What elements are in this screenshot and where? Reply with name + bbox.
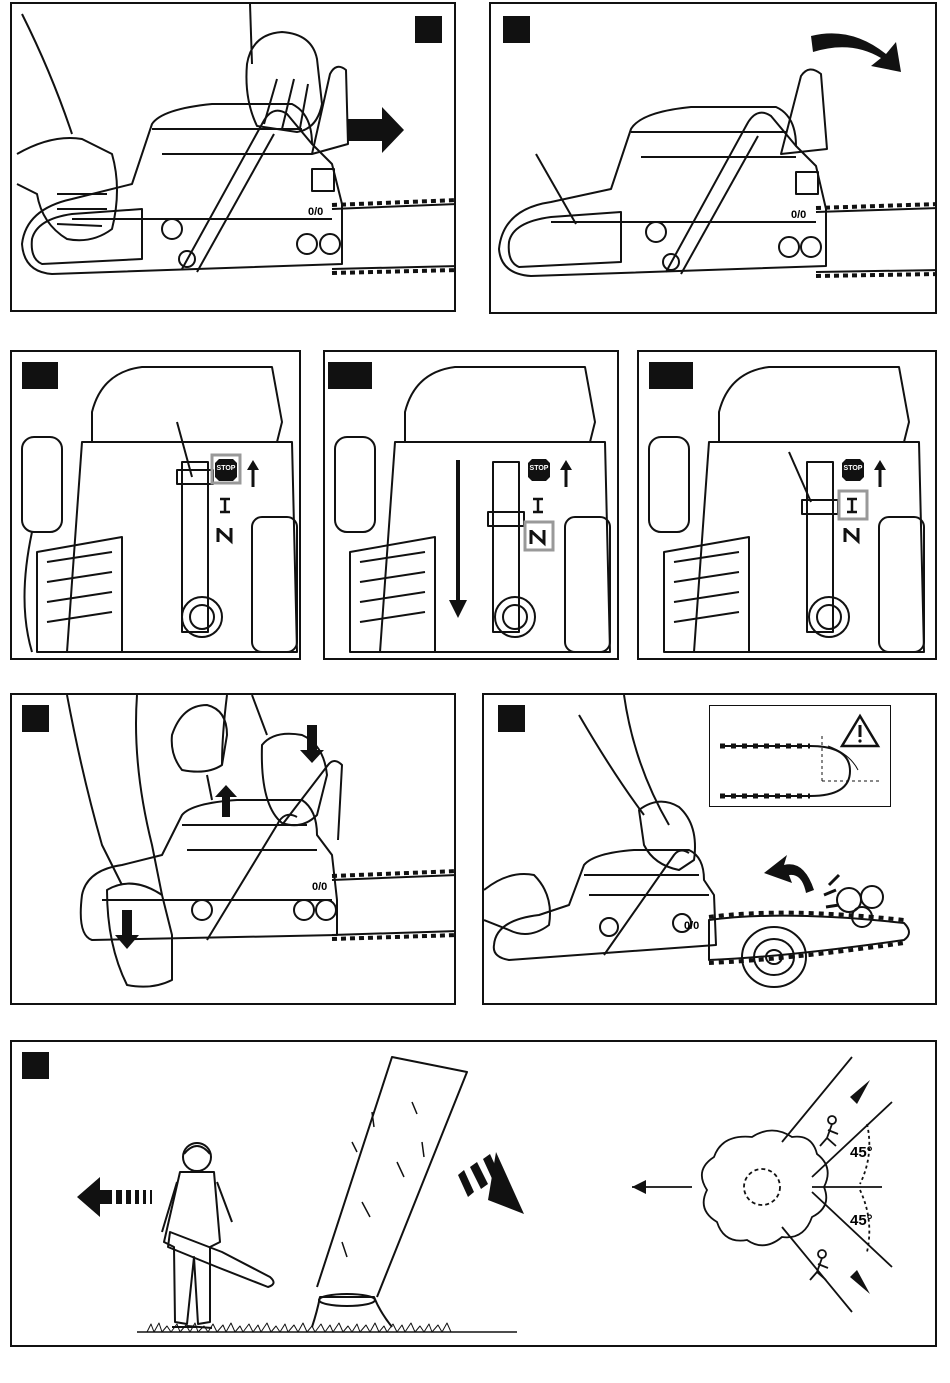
figure-felling-retreat: 45° 45° [10,1040,937,1347]
figure-brake-release: 0/0 [10,2,456,312]
figure-switch-run: STOP [637,350,937,660]
chain-guard-mark: 0/0 [684,920,699,932]
switch-choke-illustration [325,352,619,660]
figure-number-badge [415,16,442,43]
figure-switch-stop: STOP [10,350,301,660]
figure-number-badge [503,16,530,43]
brake-engaged-illustration [491,4,937,314]
chain-guard-mark: 0/0 [312,881,327,893]
stop-label: STOP [215,465,237,472]
chain-guard-mark: 0/0 [791,209,806,221]
angle-label-upper: 45° [850,1144,873,1161]
figure-number-badge [22,1052,49,1079]
felling-illustration [12,1042,937,1347]
figure-kickback-warning: 0/0 [482,693,937,1005]
figure-switch-choke: STOP [323,350,619,660]
brake-release-illustration [12,4,456,312]
figure-number-badge [498,705,525,732]
kickback-zone-diagram [710,706,890,806]
figure-brake-engaged: 0/0 [489,2,937,314]
figure-number-badge [328,362,372,389]
figure-number-badge [22,705,49,732]
kickback-zone-inset [709,705,891,807]
figure-number-badge [22,362,58,389]
starting-position-illustration [12,695,456,1005]
chain-guard-mark: 0/0 [308,206,323,218]
switch-stop-illustration [12,352,301,660]
stop-label: STOP [842,465,864,472]
angle-label-lower: 45° [850,1212,873,1229]
stop-label: STOP [528,465,550,472]
switch-run-illustration [639,352,937,660]
figure-number-badge [649,362,693,389]
figure-starting-position: 0/0 [10,693,456,1005]
